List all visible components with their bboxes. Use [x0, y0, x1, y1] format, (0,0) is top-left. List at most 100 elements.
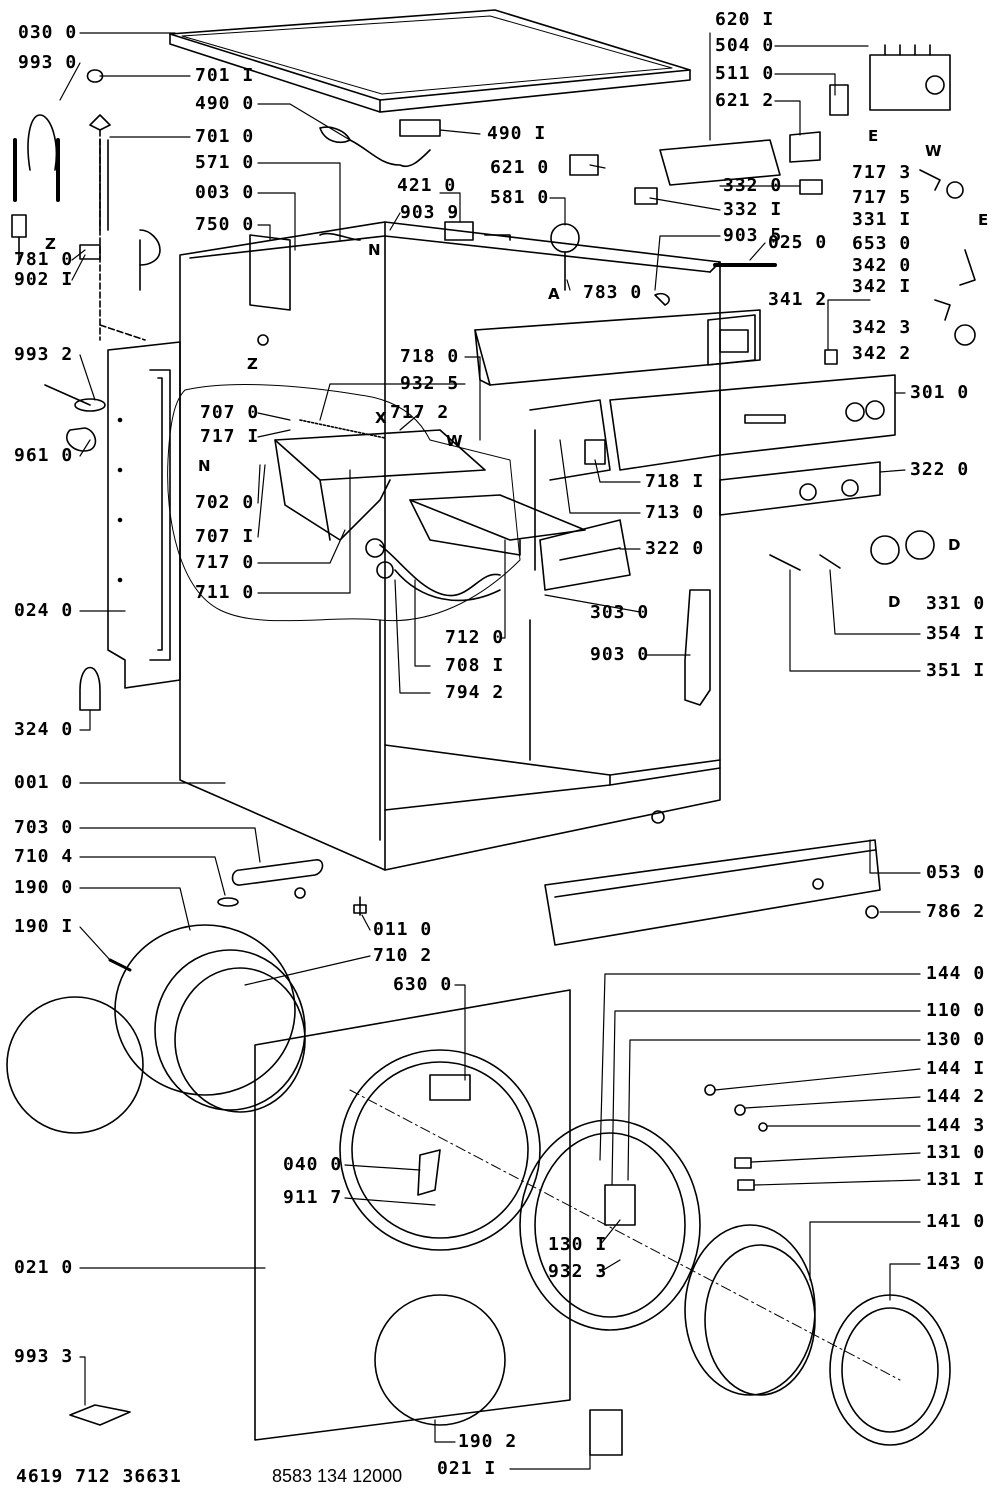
label-781-0: 781 0 [14, 249, 74, 270]
label-144-0: 144 0 [926, 963, 986, 984]
label-902-1: 902 I [14, 269, 74, 290]
label-712-0: 712 0 [445, 627, 505, 648]
label-718-0: 718 0 [400, 346, 460, 367]
label-322-0-panel: 322 0 [910, 459, 970, 480]
label-190-1: 190 I [14, 916, 74, 937]
label-003-0: 003 0 [195, 182, 255, 203]
label-993-2: 993 2 [14, 344, 74, 365]
label-130-0: 130 0 [926, 1029, 986, 1050]
label-794-2: 794 2 [445, 682, 505, 703]
label-354-1: 354 I [926, 623, 986, 644]
marker-a: A [548, 285, 560, 303]
door-assemblies [6, 924, 951, 1456]
label-053-0: 053 0 [926, 862, 986, 883]
label-144-3: 144 3 [926, 1115, 986, 1136]
label-190-0: 190 0 [14, 877, 74, 898]
marker-z: Z [247, 355, 258, 373]
label-341-2: 341 2 [768, 289, 828, 310]
marker-n: N [368, 241, 381, 259]
label-511-0: 511 0 [715, 63, 775, 84]
label-331-1: 331 I [852, 209, 912, 230]
label-190-2: 190 2 [458, 1431, 518, 1452]
right-electrical-parts [569, 44, 976, 571]
label-141-0: 141 0 [926, 1211, 986, 1232]
label-581-0: 581 0 [490, 187, 550, 208]
label-490-1: 490 I [487, 123, 547, 144]
label-993-3: 993 3 [14, 1346, 74, 1367]
label-131-0: 131 0 [926, 1142, 986, 1163]
label-332-1: 332 I [723, 199, 783, 220]
label-717-1: 717 I [200, 426, 260, 447]
label-130-1: 130 I [548, 1234, 608, 1255]
label-303-0: 303 0 [590, 602, 650, 623]
marker-w: W [925, 142, 942, 160]
label-504-0: 504 0 [715, 35, 775, 56]
label-001-0: 001 0 [14, 772, 74, 793]
label-717-3: 717 3 [852, 162, 912, 183]
label-342-0: 342 0 [852, 255, 912, 276]
cabinet-body [179, 221, 721, 871]
label-701-0: 701 0 [195, 126, 255, 147]
label-025-0: 025 0 [768, 232, 828, 253]
label-710-2: 710 2 [373, 945, 433, 966]
label-144-2: 144 2 [926, 1086, 986, 1107]
marker-e: E [978, 211, 989, 229]
label-708-1: 708 I [445, 655, 505, 676]
label-786-2: 786 2 [926, 901, 986, 922]
marker-n: N [198, 457, 211, 475]
label-783-0: 783 0 [583, 282, 643, 303]
label-703-0: 703 0 [14, 817, 74, 838]
label-110-0: 110 0 [926, 1000, 986, 1021]
top-center-parts [249, 119, 580, 346]
control-panel-parts [474, 309, 896, 571]
label-620-1: 620 I [715, 9, 775, 30]
label-717-0: 717 0 [195, 552, 255, 573]
label-332-0: 332 0 [723, 175, 783, 196]
leader-lines [59, 32, 921, 1470]
label-932-3: 932 3 [548, 1261, 608, 1282]
label-301-0: 301 0 [910, 382, 970, 403]
marker-d: D [888, 593, 901, 611]
label-701-1: 701 I [195, 65, 255, 86]
label-707-0: 707 0 [200, 402, 260, 423]
label-932-5: 932 5 [400, 373, 460, 394]
label-021-0: 021 0 [14, 1257, 74, 1278]
footer-left-code: 4619 712 36631 [16, 1466, 182, 1487]
label-342-1: 342 I [852, 276, 912, 297]
label-717-5: 717 5 [852, 187, 912, 208]
label-621-2: 621 2 [715, 90, 775, 111]
label-621-0: 621 0 [490, 157, 550, 178]
label-571-0: 571 0 [195, 152, 255, 173]
label-342-2: 342 2 [852, 343, 912, 364]
label-718-1: 718 I [645, 471, 705, 492]
label-702-0: 702 0 [195, 492, 255, 513]
label-024-0: 024 0 [14, 600, 74, 621]
marker-e: E [868, 127, 879, 145]
label-630-0: 630 0 [393, 974, 453, 995]
label-143-0: 143 0 [926, 1253, 986, 1274]
label-903-5: 903 5 [723, 225, 783, 246]
label-713-0: 713 0 [645, 502, 705, 523]
marker-x: X [375, 409, 387, 427]
label-421-0: 421 0 [397, 175, 457, 196]
label-911-7: 911 7 [283, 1187, 343, 1208]
label-903-9: 903 9 [400, 202, 460, 223]
label-021-1: 021 I [437, 1458, 497, 1479]
label-653-0: 653 0 [852, 233, 912, 254]
label-710-4: 710 4 [14, 846, 74, 867]
marker-w: W [446, 432, 463, 450]
label-490-0: 490 0 [195, 93, 255, 114]
label-324-0: 324 0 [14, 719, 74, 740]
label-351-1: 351 I [926, 660, 986, 681]
label-711-0: 711 0 [195, 582, 255, 603]
left-small-parts [11, 69, 161, 711]
footer-right-code: 8583 134 12000 [272, 1466, 403, 1486]
marker-d: D [948, 536, 961, 554]
lower-front-parts [217, 839, 881, 946]
label-903-0: 903 0 [590, 644, 650, 665]
label-331-0: 331 0 [926, 593, 986, 614]
label-993-0: 993 0 [18, 52, 78, 73]
top-lid [169, 9, 691, 113]
